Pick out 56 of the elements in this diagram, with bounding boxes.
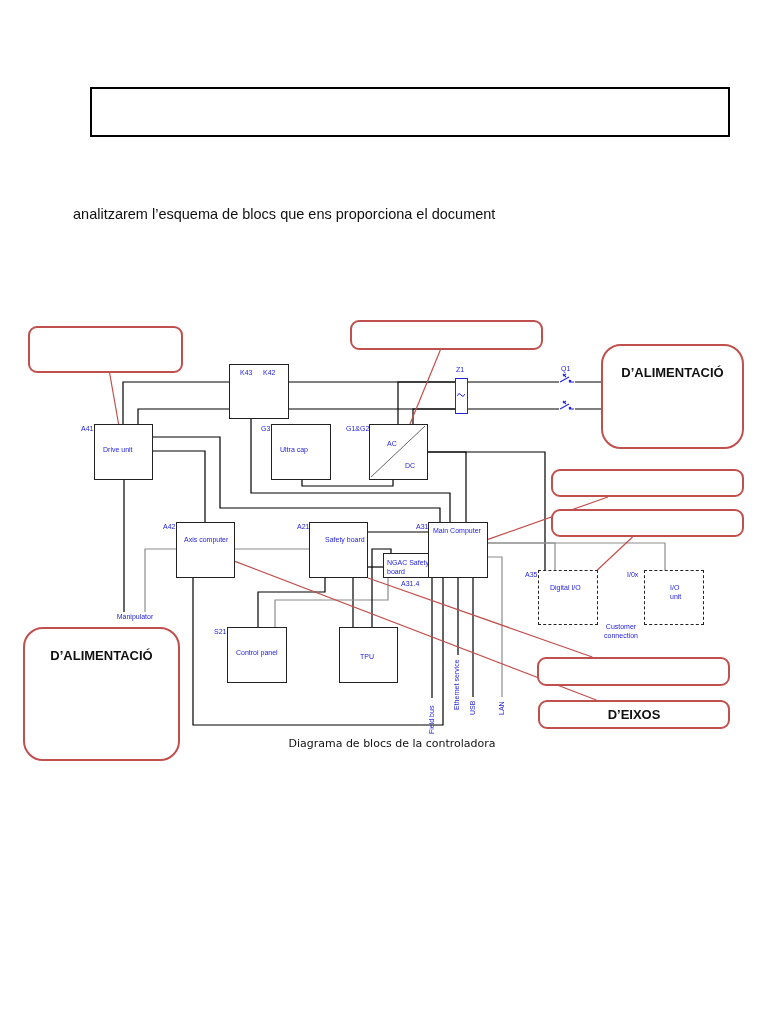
connector-line	[137, 408, 230, 425]
empty-callout-box	[28, 326, 183, 373]
empty-callout-box	[537, 657, 730, 686]
connector-line	[367, 531, 429, 533]
block-box	[538, 570, 598, 625]
connector-line	[467, 408, 602, 410]
block-box	[644, 570, 704, 625]
block-box	[428, 522, 488, 578]
connector-line	[192, 577, 444, 726]
callout-box	[601, 344, 744, 449]
paragraph-text: analitzarem l’esquema de blocs que ens proporciona el document	[73, 206, 496, 222]
block-box	[339, 627, 398, 683]
connector-line	[152, 436, 441, 523]
connector-line	[472, 577, 474, 698]
connector-line	[427, 451, 467, 523]
empty-callout-box	[551, 509, 744, 537]
block-box	[176, 522, 235, 578]
connector-line	[397, 381, 456, 425]
connector-line	[122, 381, 230, 425]
connector-line	[487, 556, 503, 698]
connector-line	[371, 548, 392, 628]
leader-line	[409, 349, 441, 425]
connector-line	[152, 450, 206, 523]
callout-text: D’EIXOS	[607, 707, 661, 722]
callout-box	[23, 627, 180, 761]
connector-line	[412, 408, 456, 425]
connector-line	[467, 381, 602, 383]
connector-line	[144, 548, 177, 613]
connector-line	[234, 548, 310, 550]
callout-text: D’ALIMENTACIÓ	[621, 365, 724, 380]
leader-line	[367, 577, 593, 658]
connector-line	[352, 577, 354, 628]
block-box	[383, 553, 429, 578]
connector-line	[487, 542, 666, 571]
caption-text: Diagrama de blocs de la controladora	[287, 737, 497, 750]
title-frame	[90, 87, 730, 137]
callout-text: D’ALIMENTACIÓ	[50, 648, 153, 663]
connector-line	[367, 566, 384, 568]
connector-line	[301, 479, 394, 487]
connector-line	[431, 577, 433, 699]
connector-line	[274, 577, 389, 628]
leader-line	[596, 536, 634, 571]
connector-line	[457, 577, 459, 656]
block-box	[227, 627, 287, 683]
contactor-box	[229, 364, 289, 419]
connector-line	[123, 479, 125, 613]
block-box	[309, 522, 368, 578]
block-box	[94, 424, 153, 480]
connector-line	[250, 418, 451, 523]
leader-line	[109, 372, 120, 425]
filter-box	[455, 378, 468, 414]
empty-callout-box	[350, 320, 543, 350]
connector-line	[257, 577, 326, 628]
block-box	[271, 424, 331, 480]
callout-box	[538, 700, 730, 729]
empty-callout-box	[551, 469, 744, 497]
